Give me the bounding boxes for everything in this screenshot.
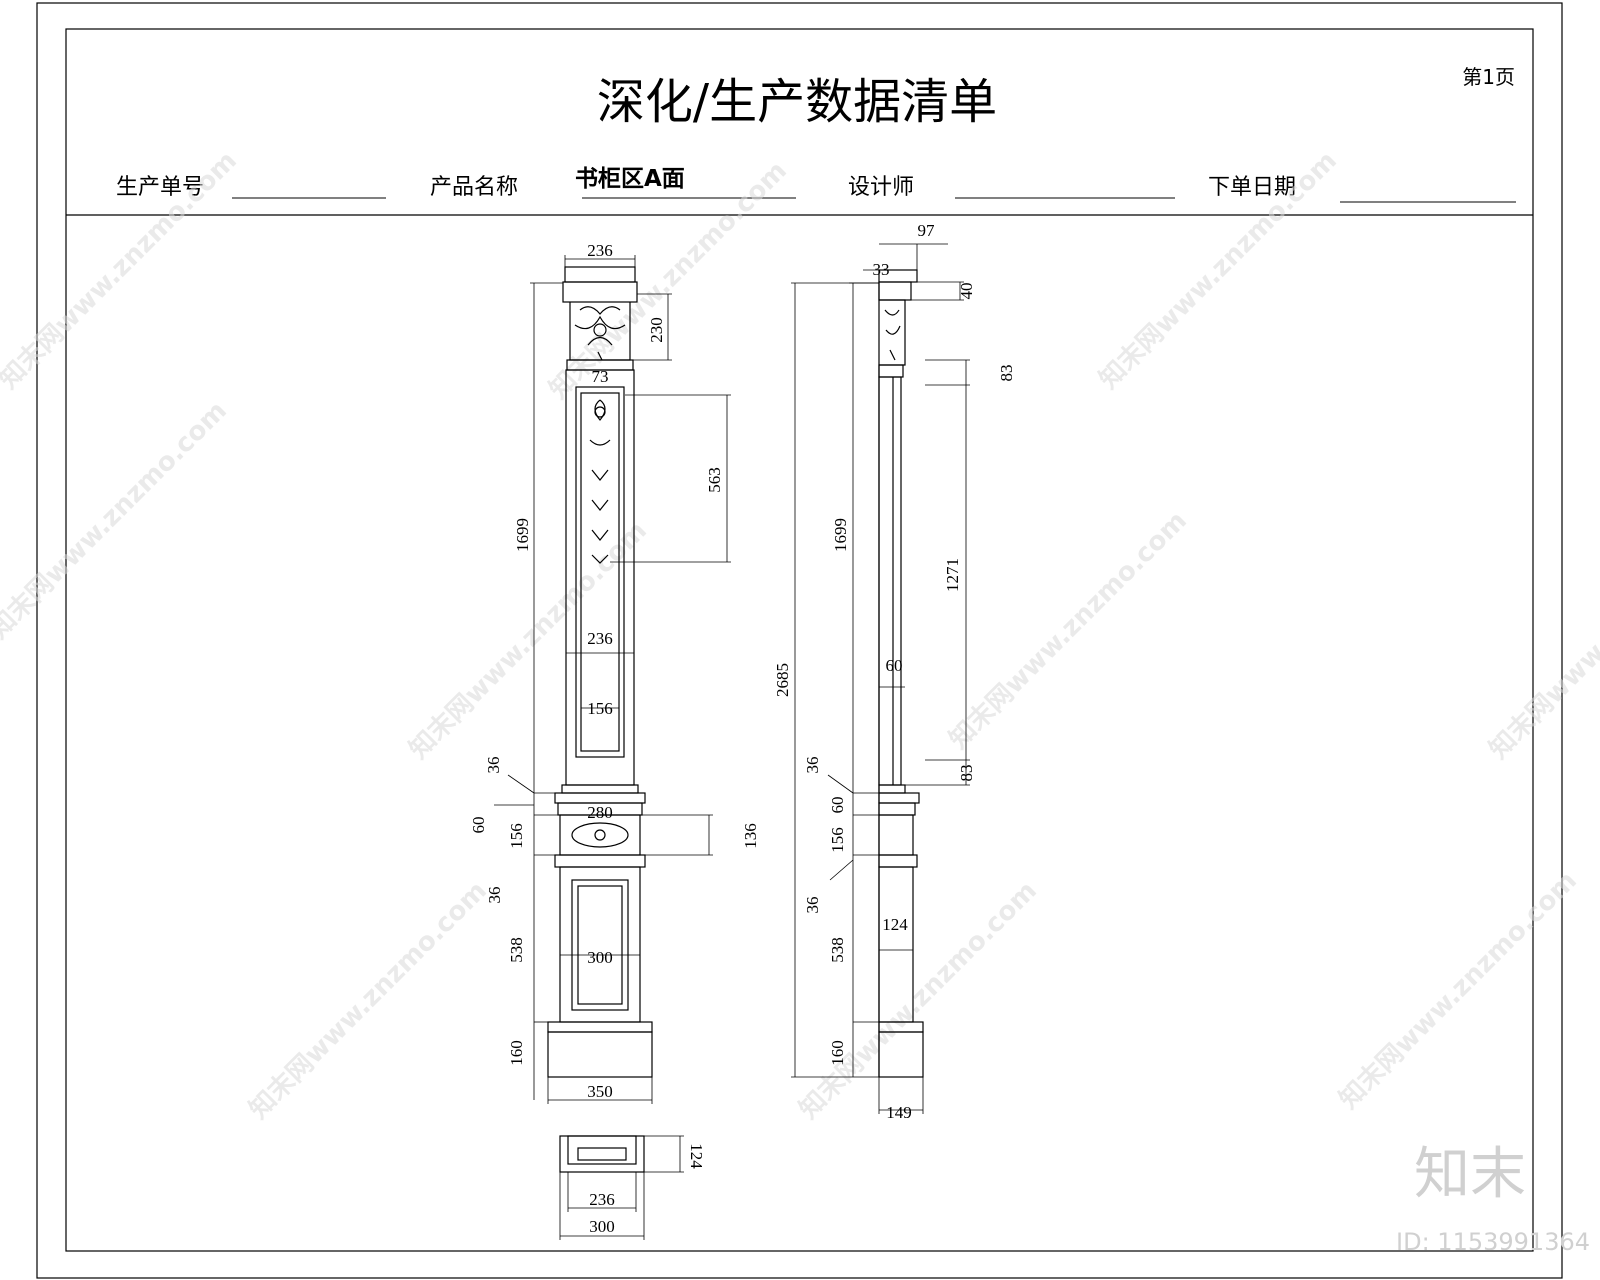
dim-side-band-height: 60 [828,797,847,814]
dim-capital-height: 230 [647,317,666,343]
plinth-cornice [554,792,646,804]
watermark-text: 知末网www.znzmo.com [544,156,793,405]
side-band [878,802,916,816]
dim-top-width: 236 [587,241,613,260]
side-dimensions [791,243,970,1114]
side-shaft [878,376,902,786]
plan-inner [567,1135,637,1165]
dim-side-plinth-ring: 36 [803,897,822,914]
frieze-carving [571,822,629,848]
dim-side-ring-height: 36 [803,757,822,774]
dim-foot-width: 350 [587,1082,613,1101]
dim-side-top-depth: 97 [918,221,936,240]
dim-side-flute-length: 1271 [943,558,962,592]
foot-block [547,1031,653,1078]
side-foot [878,1031,924,1078]
dim-side-base-depth: 124 [882,915,908,934]
image-id-label: ID: 1153991364 [1396,1228,1590,1256]
dim-side-foot-height: 160 [828,1040,847,1066]
dim-plan-depth: 124 [687,1143,706,1169]
side-lower-band [878,854,918,868]
watermark-text: 知末网www.znzmo.com [404,516,653,765]
dim-plinth-ring: 36 [485,887,504,904]
plan-outline [559,1135,645,1173]
capital-abacus [562,281,638,303]
shaft-carving-rosette [594,406,606,418]
dim-panel-width: 236 [587,629,613,648]
field-label-order-date: 下单日期 [1208,175,1296,200]
capital-rosette [593,323,607,337]
dim-side-shaft-height: 1699 [831,518,850,552]
pedestal-panel [571,879,629,1011]
watermark-text: 知末网www.znzmo.com [244,876,493,1125]
dim-side-base-height: 538 [828,937,847,963]
znzmo-logo: 知末 [1414,1142,1526,1207]
plan-dimension-labels: 124 236 300 [589,1143,706,1236]
field-label-designer: 设计师 [848,175,914,200]
field-value-product-name: 书柜区A面 [575,166,685,192]
dim-side-foot-depth: 149 [886,1103,912,1122]
plinth-ring [561,784,639,794]
dim-base-height: 538 [507,937,526,963]
dim-frieze-height: 156 [507,823,526,849]
watermark-text: 知末网www.znzmo.com [1334,866,1583,1115]
dim-side-flute-top: 83 [997,365,1016,382]
plan-dimensions [559,1135,684,1240]
capital-carving [574,306,626,361]
dim-shaft-height: 1699 [513,518,532,552]
front-dimension-labels: 236 230 73 563 1699 236 156 36 60 156 28… [469,241,760,1101]
page-label: 第1页 [1462,65,1515,89]
front-dimensions [494,255,731,1104]
front-elevation [547,266,653,1078]
side-necking [878,364,904,378]
dim-ring-height: 36 [484,757,503,774]
dim-side-frieze-height: 156 [828,827,847,853]
shaft-panel-inner [580,392,620,752]
frieze-rosette [594,829,606,841]
watermark-text: 知末网www.znzmo.com [1484,516,1600,765]
plan-recess [577,1147,627,1161]
side-frieze [878,814,914,856]
shaft-panel [575,386,625,758]
dim-plan-outer-width: 300 [589,1217,615,1236]
dim-band-height: 60 [469,817,488,834]
field-label-order-no: 生产单号 [116,175,204,200]
foot-molding [547,1021,653,1033]
dim-frieze-width: 280 [587,803,613,822]
capital-top-block [564,266,636,283]
dim-side-flute-width: 60 [886,656,903,675]
sheet-title: 深化/生产数据清单 [597,74,997,130]
side-cap-abacus [878,281,912,301]
side-capital-carving [884,309,901,361]
watermark-layer: 知末网www.znzmo.com 知末网www.znzmo.com 知末网www… [0,146,1600,1125]
dim-frieze-carving: 136 [741,823,760,849]
plinth-lower-band [554,854,646,868]
plan-view [559,1135,645,1173]
inner-frame [65,28,1534,1252]
dim-side-cap-height: 40 [957,283,976,300]
dim-side-cap-offset: 33 [873,260,890,279]
dim-neck: 73 [592,367,609,386]
watermark-text: 知末网www.znzmo.com [944,506,1193,755]
dim-carving-height: 563 [705,467,724,493]
field-label-product-name: 产品名称 [430,175,518,200]
dim-inner-width: 156 [587,699,613,718]
dim-side-total-height: 2685 [773,663,792,697]
dim-side-flute-bottom: 83 [957,765,976,782]
side-elevation [878,269,924,1078]
dim-plan-inner-width: 236 [589,1190,615,1209]
watermark-text: 知末网www.znzmo.com [794,876,1043,1125]
pedestal-panel-inner [577,885,623,1005]
outer-frame [36,2,1563,1279]
dim-base-panel: 300 [587,948,613,967]
shaft-carving [589,399,611,564]
side-ring [878,784,906,794]
dim-foot-height: 160 [507,1040,526,1066]
watermark-text: 知末网www.znzmo.com [0,396,233,645]
side-dimension-labels: 97 33 40 83 1271 83 1699 2685 60 36 60 1… [773,221,1016,1122]
side-cornice [878,792,920,804]
